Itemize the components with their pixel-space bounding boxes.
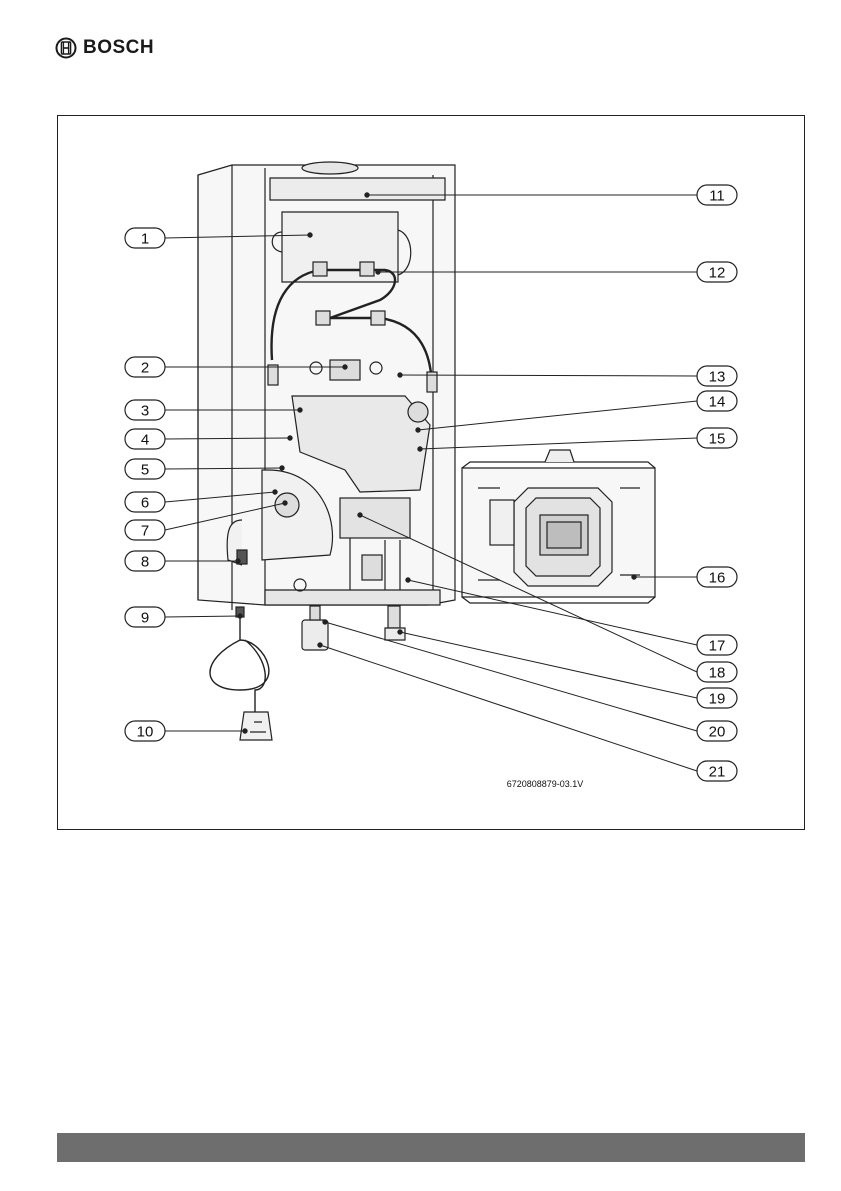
cable-clip-3 <box>316 311 330 325</box>
water-inlet-elbow <box>385 628 405 640</box>
power-plug <box>240 712 272 740</box>
callout-number-6: 6 <box>141 495 149 512</box>
callout-number-2: 2 <box>141 360 149 377</box>
callout-number-17: 17 <box>709 638 726 655</box>
callout-number-10: 10 <box>137 724 154 741</box>
panel-bottom-lip <box>462 597 655 603</box>
callout-number-16: 16 <box>709 570 726 587</box>
leader-dot-12 <box>376 270 380 274</box>
leader-dot-19 <box>398 630 402 634</box>
leader-dot-13 <box>398 373 402 377</box>
gas-inlet-stub <box>310 606 320 620</box>
callout-number-19: 19 <box>709 691 726 708</box>
leader-dot-20 <box>323 620 327 624</box>
bottom-rail <box>265 590 440 605</box>
leader-dot-6 <box>273 490 277 494</box>
callout-number-5: 5 <box>141 462 149 479</box>
callout-number-15: 15 <box>709 431 726 448</box>
water-valve <box>340 498 410 538</box>
flue-collar <box>270 178 445 200</box>
cable-clip-4 <box>371 311 385 325</box>
leader-dot-9 <box>238 614 242 618</box>
leader-dot-5 <box>280 466 284 470</box>
leader-dot-14 <box>416 428 420 432</box>
leader-dot-1 <box>308 233 312 237</box>
callout-number-13: 13 <box>709 369 726 386</box>
water-heater-drawing <box>198 162 455 740</box>
leader-dot-3 <box>298 408 302 412</box>
callout-number-4: 4 <box>141 432 149 449</box>
cable-clip-2 <box>360 262 374 276</box>
footer-bar <box>57 1133 805 1162</box>
callout-number-14: 14 <box>709 394 726 411</box>
leader-line-9 <box>165 616 240 617</box>
label-slot <box>490 500 514 545</box>
flue-opening <box>302 162 358 174</box>
leader-line-14 <box>418 401 697 430</box>
leader-dot-11 <box>365 193 369 197</box>
panel-top-face <box>462 462 655 468</box>
control-panel-drawing <box>462 450 655 603</box>
callout-number-8: 8 <box>141 554 149 571</box>
water-inlet-stub <box>388 606 400 628</box>
callout-number-21: 21 <box>709 764 726 781</box>
leader-dot-4 <box>288 436 292 440</box>
leader-line-15 <box>420 438 697 449</box>
leader-dot-17 <box>406 578 410 582</box>
callout-number-18: 18 <box>709 665 726 682</box>
leader-dot-16 <box>632 575 636 579</box>
panel-mount-tab <box>545 450 574 462</box>
cable-clip-5 <box>268 365 278 385</box>
pressure-switch <box>408 402 428 422</box>
leader-dot-7 <box>283 501 287 505</box>
leader-dot-21 <box>318 643 322 647</box>
leader-dot-15 <box>418 447 422 451</box>
leader-dot-18 <box>358 513 362 517</box>
callout-number-12: 12 <box>709 265 726 282</box>
cable-clip-1 <box>313 262 327 276</box>
callout-number-1: 1 <box>141 231 149 248</box>
figure-reference: 6720808879-03.1V <box>507 779 584 789</box>
leader-line-19 <box>400 632 697 698</box>
display-window <box>547 522 581 548</box>
callout-number-11: 11 <box>709 188 725 205</box>
ignition-unit <box>330 360 360 380</box>
leader-line-20 <box>325 622 697 731</box>
power-cord <box>210 610 269 712</box>
flow-sensor <box>362 555 382 580</box>
leader-dot-10 <box>243 729 247 733</box>
callout-number-3: 3 <box>141 403 149 420</box>
leader-dot-8 <box>236 559 240 563</box>
callout-number-7: 7 <box>141 523 149 540</box>
fan-motor <box>275 493 299 517</box>
callout-number-9: 9 <box>141 610 149 627</box>
leader-dot-2 <box>343 365 347 369</box>
callout-number-20: 20 <box>709 724 726 741</box>
leader-line-21 <box>320 645 697 771</box>
